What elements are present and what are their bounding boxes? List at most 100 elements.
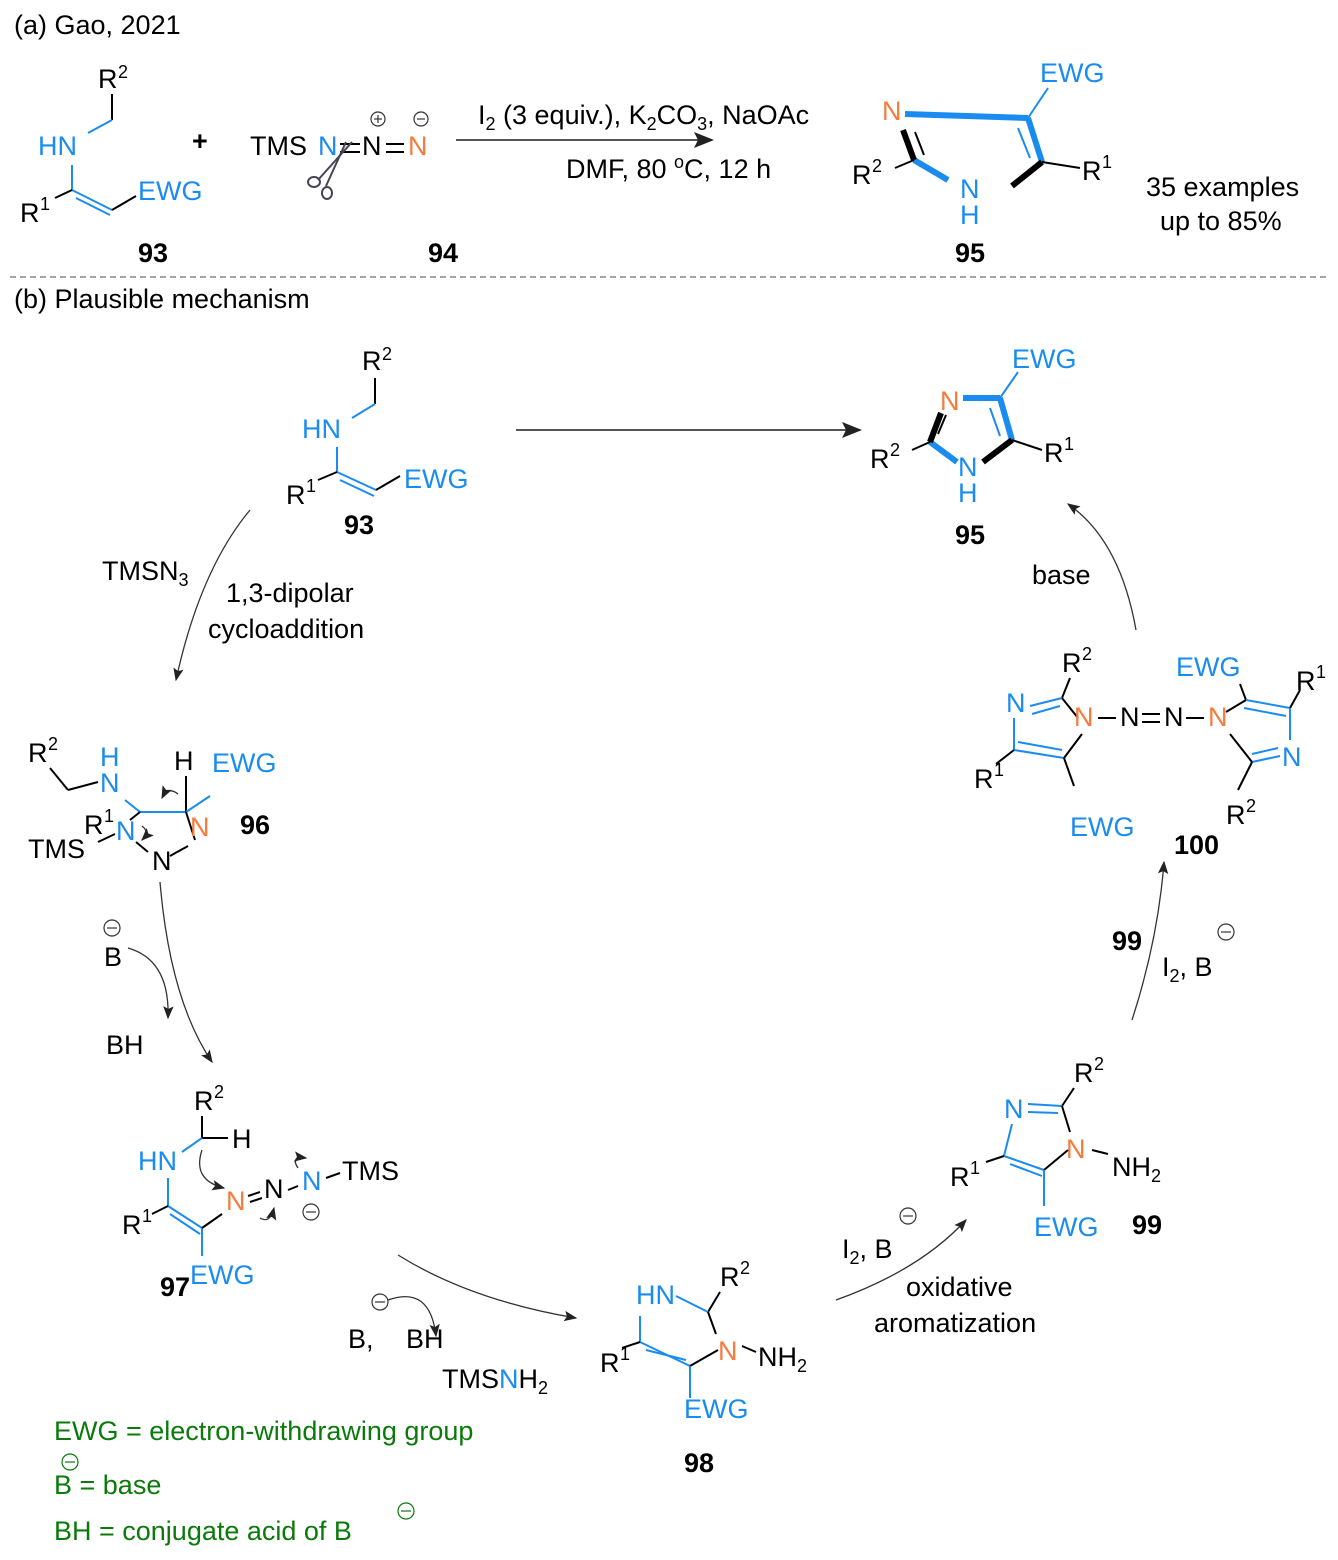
minus-charge-icon [413,111,429,127]
legend-ewg: EWG = electron-withdrawing group [54,1416,473,1446]
ring-opening-arrow [159,881,213,1064]
compound-94-tmsn3: TMS N N N [250,111,429,161]
r1-label: R [600,1348,620,1378]
r2-label: R [362,346,382,376]
n3-label: N [190,812,210,842]
n3-label: N [408,131,428,161]
iodine-base-reagent: I2, B [842,1234,893,1268]
legend-base: B = base [54,1470,161,1500]
n2-label: N [152,846,172,876]
r1-sup: 1 [620,1344,630,1364]
r2-sup: 2 [48,734,58,754]
n-label: N [718,1336,738,1366]
tmsnh2-byproduct: TMSNH2 [442,1364,548,1398]
r1-right-label: R [1296,666,1316,696]
conjugate-acid-product: BH [106,1030,144,1060]
compound-97-label: 97 [160,1272,190,1302]
n3-label: N [1004,1094,1024,1124]
n3-right-label: N [1282,742,1302,772]
panel-a-title: (a) Gao, 2021 [14,10,181,40]
cycloaddition-arrow [173,509,251,682]
ewg-label: EWG [1034,1212,1099,1242]
r1-label: R [286,480,306,510]
r2-sup: 2 [382,344,392,364]
hn-label: HN [38,131,77,161]
hn-label: HN [138,1146,177,1176]
n1-left-label: N [1074,702,1094,732]
iodine-base-reagent-2: I2, B [1162,952,1213,986]
scope-examples: 35 examples [1146,172,1299,202]
r2-label: R [28,738,48,768]
ewg-label: EWG [1012,344,1077,374]
electron-push-arrow [141,825,154,841]
minus-charge-icon [302,1203,320,1221]
n2-label: N [362,131,382,161]
minus-charge-icon [103,919,121,937]
nh-n-label: N [960,174,980,204]
r1-label: R [950,1162,970,1192]
r1-left-sup: 1 [994,760,1004,780]
r2-sup: 2 [890,440,900,460]
n-alpha-label: N [226,1186,246,1216]
legend-conjugate-acid: BH = conjugate acid of B [54,1516,352,1546]
nh-n-label: N [958,452,978,482]
n-label: N [882,96,902,126]
compound-98-structure: R 2 HN N NH2 R 1 EWG [600,1258,807,1424]
tmsn3-reagent: TMSN3 [102,556,189,590]
h-label: H [174,746,194,776]
hn-label: HN [302,414,341,444]
ewg-right-label: EWG [1176,652,1241,682]
compound-93-label: 93 [344,510,374,540]
r2-label: R [870,444,890,474]
nh2-label: NH2 [1112,1152,1161,1186]
base-step-label: base [1032,560,1091,590]
r1-label: R [122,1210,142,1240]
byproduct-arrow [387,1295,440,1338]
r1-sup: 1 [970,1158,980,1178]
ewg-label: EWG [190,1260,255,1290]
scope-yield: up to 85% [1160,206,1282,236]
conjugate-acid-reagent: BH [406,1324,444,1354]
r1-sup: 1 [142,1206,152,1226]
r2-sup: 2 [872,156,882,176]
ewg-label: EWG [404,464,469,494]
minus-charge-icon [61,1453,79,1471]
compound-96-structure: R 2 H N H EWG N N N R 1 TMS [28,734,277,876]
n1-right-label: N [1208,702,1228,732]
tms-label: TMS [28,834,85,864]
azo-n2-label: N [1164,702,1184,732]
nh-h-label: H [100,742,120,772]
electron-push-arrow [161,785,179,800]
r1-right-sup: 1 [1316,662,1326,682]
r2-sup: 2 [740,1258,750,1278]
h-label: H [232,1124,252,1154]
n-gamma-label: N [302,1166,322,1196]
r2-left-sup: 2 [1082,644,1092,664]
r2-sup: 2 [214,1082,224,1102]
r2-label: R [852,160,872,190]
r1-left-label: R [974,764,994,794]
r1-sup: 1 [306,476,316,496]
r2-label: R [1074,1058,1094,1088]
nh-n-label: N [100,768,120,798]
r1-sup: 1 [104,806,114,826]
ewg-label: EWG [684,1394,749,1424]
r1-sup: 1 [1102,152,1112,172]
r1-label: R [1082,156,1102,186]
aromatization-label: aromatization [874,1308,1036,1338]
legend: EWG = electron-withdrawing group B = bas… [54,1416,473,1546]
panel-b-title: (b) Plausible mechanism [14,284,310,314]
r2-sup: 2 [1094,1054,1104,1074]
conditions-line1: I2 (3 equiv.), K2CO3, NaOAc [478,100,809,134]
scissors-icon [307,141,353,200]
compound-99-structure: R 2 N N NH2 R 1 EWG [950,1054,1161,1242]
nh2-label: NH2 [758,1342,807,1376]
r1-label: R [1044,438,1064,468]
minus-charge-icon [397,1502,415,1520]
compound-95-structure: EWG N R 1 N H R 2 [852,58,1112,230]
hn-label: HN [636,1280,675,1310]
plus-charge-icon [370,111,386,127]
r1-sup: 1 [40,194,50,214]
minus-charge-icon [899,1207,917,1225]
r2-sup: 2 [118,62,128,82]
